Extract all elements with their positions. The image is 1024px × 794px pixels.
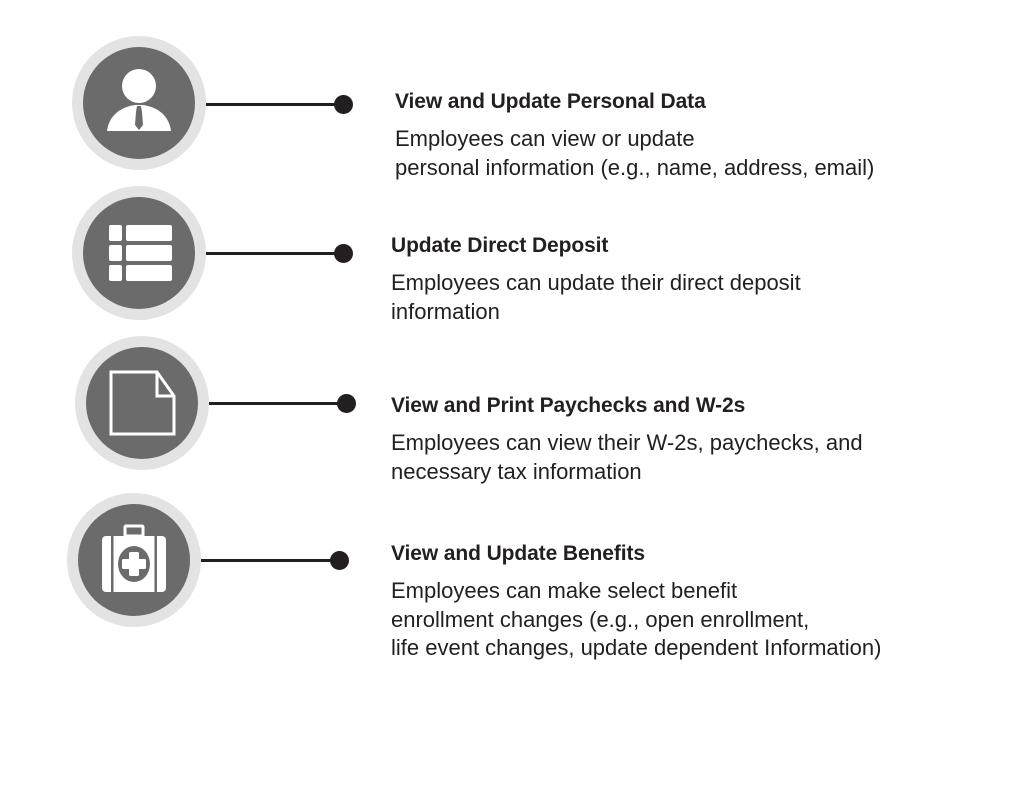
connector-line — [201, 559, 331, 562]
connector-line — [206, 252, 336, 255]
connector-line — [206, 103, 336, 106]
feature-description: Employees can view their W-2s, paychecks… — [391, 429, 991, 486]
medical-kit-icon — [102, 524, 166, 592]
connector-dot — [330, 551, 349, 570]
description-line: enrollment changes (e.g., open enrollmen… — [391, 606, 810, 632]
icon-badge — [72, 36, 206, 170]
feature-description: Employees can update their direct deposi… — [391, 269, 991, 326]
description-line: Employees can view or update — [395, 126, 695, 151]
feature-text: View and Print Paychecks and W-2s Employ… — [391, 393, 991, 486]
connector-line — [209, 402, 339, 405]
connector-dot — [334, 95, 353, 114]
description-line: necessary tax information — [391, 458, 642, 484]
feature-title: View and Update Personal Data — [395, 90, 706, 113]
description-line: personal information (e.g., name, addres… — [395, 154, 875, 180]
connector-dot — [334, 244, 353, 263]
feature-title: View and Print Paychecks and W-2s — [391, 394, 746, 417]
description-line: Employees can make select benefit — [391, 578, 738, 603]
icon-disc — [86, 347, 198, 459]
feature-title: Update Direct Deposit — [391, 234, 609, 257]
person-with-tie-icon — [107, 69, 171, 131]
icon-disc — [83, 47, 195, 159]
document-icon — [109, 370, 176, 436]
icon-badge — [67, 493, 201, 627]
feature-text: Update Direct Deposit Employees can upda… — [391, 233, 991, 326]
feature-description: Employees can make select benefit enroll… — [391, 577, 991, 663]
icon-disc — [78, 504, 190, 616]
icon-badge — [75, 336, 209, 470]
feature-description: Employees can view or update personal in… — [395, 125, 995, 182]
description-line: Employees can view their W-2s, paychecks… — [391, 430, 863, 455]
list-icon — [109, 225, 172, 281]
description-line: information — [391, 298, 500, 324]
description-line: life event changes, update dependent Inf… — [391, 635, 882, 660]
description-line: Employees can update their direct deposi… — [391, 270, 801, 295]
connector-dot — [337, 394, 356, 413]
feature-text: View and Update Benefits Employees can m… — [391, 541, 991, 663]
icon-disc — [83, 197, 195, 309]
feature-text: View and Update Personal Data Employees … — [395, 89, 995, 182]
feature-title: View and Update Benefits — [391, 542, 645, 565]
icon-badge — [72, 186, 206, 320]
